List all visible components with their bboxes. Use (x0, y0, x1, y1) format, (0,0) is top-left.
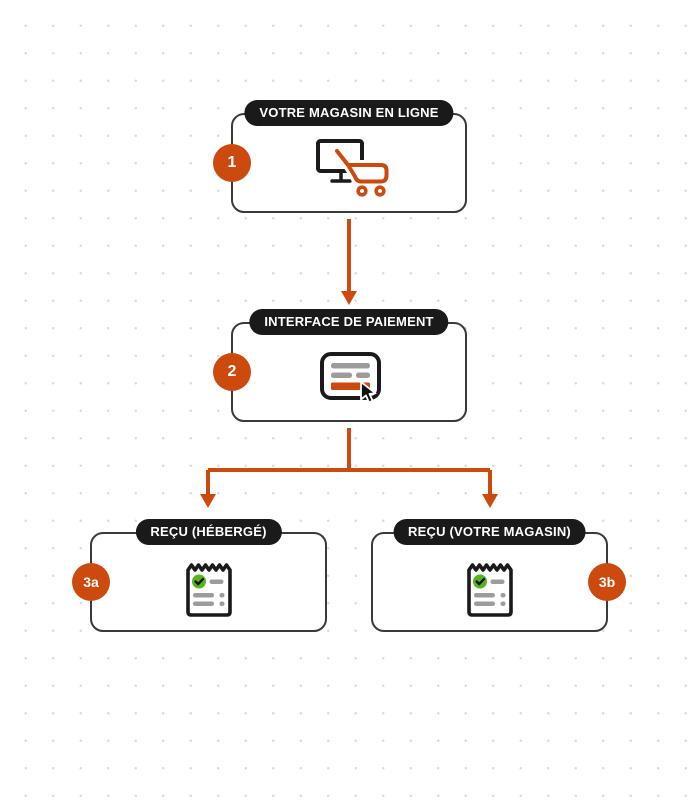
receipt-check-icon (464, 560, 516, 623)
node-title: INTERFACE DE PAIEMENT (264, 314, 434, 329)
node-title-pill: VOTRE MAGASIN EN LIGNE (244, 100, 454, 126)
step-badge: 3b (588, 563, 626, 601)
node-title: REÇU (VOTRE MAGASIN) (408, 524, 571, 539)
step-badge: 2 (213, 353, 251, 391)
arrowhead-down-center (341, 291, 357, 305)
node-online-store: VOTRE MAGASIN EN LIGNE 1 (213, 100, 467, 213)
node-receipt-your-store: REÇU (VOTRE MAGASIN) 3b (371, 519, 626, 632)
monitor-cart-icon (315, 138, 393, 203)
arrowhead-down-right (482, 494, 498, 508)
node-title-pill: REÇU (VOTRE MAGASIN) (393, 519, 586, 545)
node-receipt-hosted: REÇU (HÉBERGÉ) 3a (72, 519, 327, 632)
payment-card-cursor-icon (319, 351, 383, 410)
node-title-pill: REÇU (HÉBERGÉ) (135, 519, 282, 545)
receipt-check-icon (183, 560, 235, 623)
arrowhead-down-left (200, 494, 216, 508)
node-title: VOTRE MAGASIN EN LIGNE (259, 105, 439, 120)
node-title-pill: INTERFACE DE PAIEMENT (249, 309, 449, 335)
step-badge: 1 (213, 144, 251, 182)
step-badge: 3a (72, 563, 110, 601)
node-payment-interface: INTERFACE DE PAIEMENT 2 (213, 309, 467, 422)
node-title: REÇU (HÉBERGÉ) (150, 524, 267, 539)
